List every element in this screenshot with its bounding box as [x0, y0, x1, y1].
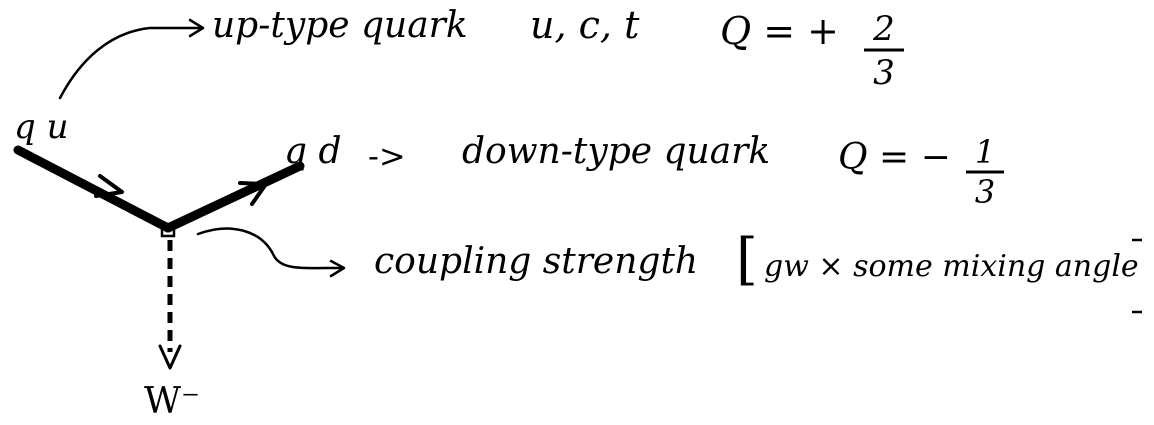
up-charge-numerator: 2 [873, 9, 895, 49]
up-type-pointer-arrow [58, 26, 202, 100]
coupling-pointer-arrowhead-icon [329, 259, 346, 278]
down-charge-numerator: 1 [974, 133, 996, 171]
w-boson-label: W⁻ [144, 381, 201, 422]
coupling-factor-text: gw × some mixing angle [764, 249, 1139, 284]
coupling-strength-text: coupling strength [374, 241, 699, 282]
down-type-charge-prefix: Q = − [838, 137, 951, 178]
up-type-pointer-arrowhead-icon [188, 18, 205, 38]
interaction-vertex [160, 222, 176, 238]
w-boson-arrow-icon [158, 344, 182, 370]
outgoing-quark-label: q d [284, 131, 342, 172]
down-charge-denominator: 3 [974, 173, 996, 211]
up-type-charge-prefix: Q = + [720, 9, 839, 53]
coupling-pointer-arrow [196, 227, 342, 270]
outgoing-quark-line [163, 161, 305, 233]
up-type-flavors: u, c, t [530, 3, 640, 47]
incoming-quark-arrow-icon [94, 174, 124, 198]
outgoing-quark-arrow-icon [238, 181, 268, 206]
incoming-quark-label: q u [14, 107, 69, 147]
up-charge-denominator: 3 [873, 53, 895, 93]
up-type-quark-text: up-type quark [212, 5, 468, 46]
down-type-arrow: -> [368, 137, 406, 175]
incoming-quark-line [13, 145, 173, 233]
coupling-open-bracket: [ [736, 227, 758, 292]
down-type-quark-text: down-type quark [462, 131, 771, 172]
